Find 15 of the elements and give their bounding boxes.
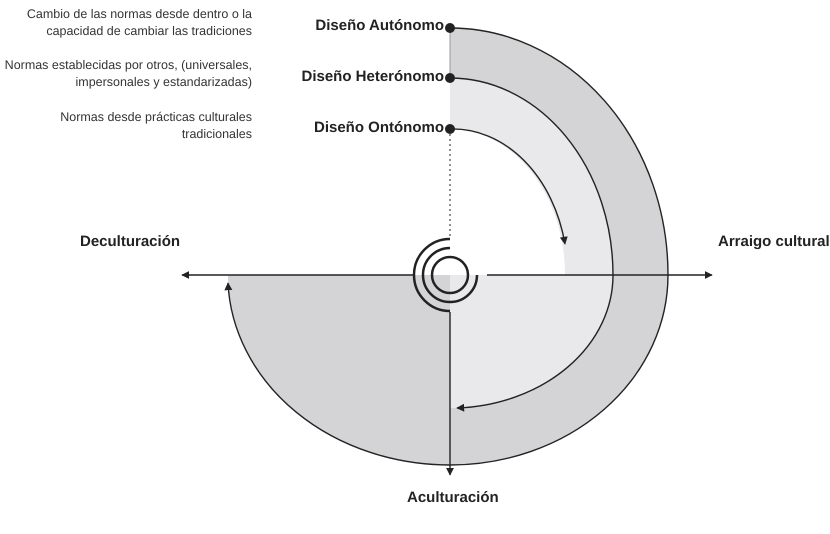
design-level-label: Diseño Heterónomo [301,68,444,86]
description-text: Normas establecidas por otros, (universales, impersonales y estandarizadas) [4,57,252,91]
axis-arrow [181,271,413,279]
axis-label: Aculturación [407,489,499,507]
axis-label: Deculturación [80,233,180,251]
axis-label: Arraigo cultural [718,233,830,251]
curved-arrow [445,124,568,245]
axis-arrow [446,312,454,476]
design-level-label: Diseño Autónomo [315,17,444,35]
spiral-drawing [412,238,478,312]
axis-arrow [487,271,713,279]
description-text: Cambio de las normas desde dentro o la capacidad de cambiar las tradiciones [26,6,252,40]
description-text: Normas desde prácticas culturales tradicionales [59,109,252,143]
curved-arrow [445,73,614,412]
design-level-label: Diseño Ontónomo [314,119,444,137]
